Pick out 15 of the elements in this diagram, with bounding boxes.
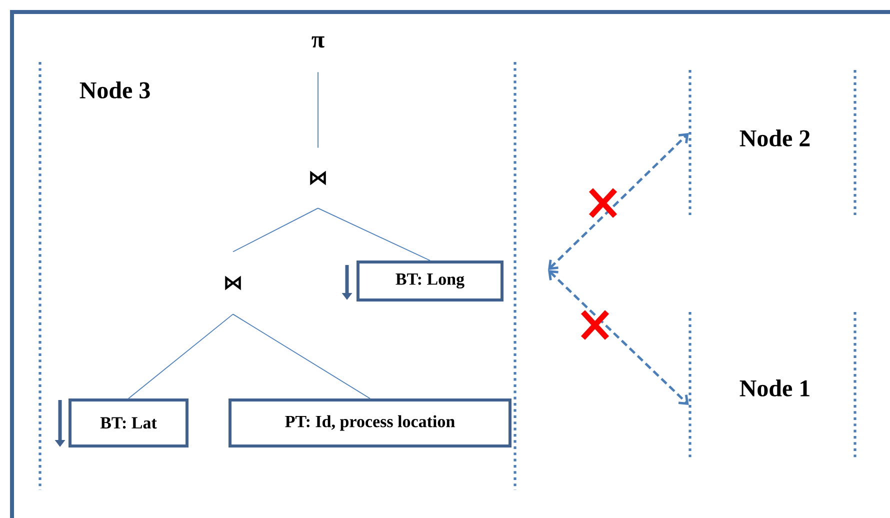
dashed-arrow bbox=[548, 133, 689, 270]
tree-line bbox=[128, 314, 234, 399]
table-box: BT: Long bbox=[356, 260, 504, 302]
tree-line bbox=[232, 208, 318, 252]
node-title: Node 2 bbox=[740, 130, 810, 146]
tree-line bbox=[232, 314, 370, 399]
node-title: Node 3 bbox=[80, 82, 150, 98]
join-symbol: ⋈ bbox=[225, 276, 241, 290]
table-box: BT: Lat bbox=[68, 398, 188, 448]
tree-line bbox=[318, 208, 430, 261]
table-box: PT: Id, process location bbox=[228, 398, 512, 448]
node-title: Node 1 bbox=[740, 380, 810, 396]
pi-symbol: π bbox=[312, 36, 324, 48]
dashed-arrow bbox=[548, 270, 689, 405]
join-symbol: ⋈ bbox=[310, 170, 326, 186]
